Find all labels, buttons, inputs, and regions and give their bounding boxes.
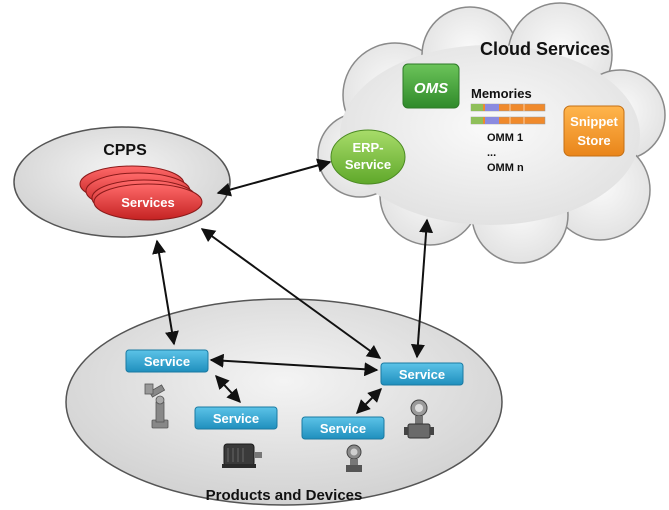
products-devices-ellipse [65,298,503,506]
oms-box: OMS [402,63,460,109]
snippet-store-line2: Store [577,133,610,148]
cpps-title: CPPS [103,142,147,159]
cloud-services-title: Cloud Services [480,39,610,59]
service-box-2-label: Service [213,411,259,426]
pressure-transmitter-icon [346,444,362,472]
cpps-services-label: Services [121,195,175,210]
service-box-4-label: Service [399,367,445,382]
service-box-3-label: Service [320,421,366,436]
service-box-3: Service [301,416,385,440]
service-box-1: Service [125,349,209,373]
arrow-service1-service2 [215,374,241,404]
flow-meter-icon [404,399,434,439]
memory-item-omm1: OMM 1 [487,132,523,144]
arrow-cpps-erp [216,158,332,197]
memory-bar-1 [470,103,546,112]
arrow-cpps-service1 [152,239,179,346]
service-box-1-label: Service [144,354,190,369]
products-devices-title: Products and Devices [206,487,363,504]
erp-line2: Service [345,157,391,172]
service-box-2: Service [194,406,278,430]
memory-item-ellipsis: ... [487,147,496,159]
arrow-service1-service4 [209,353,379,377]
arrow-service3-service4 [356,388,382,414]
connection-arrows [152,158,434,414]
industrial-robot-icon [144,383,169,429]
cpps-services-stack: Services [79,165,203,221]
oms-label: OMS [414,80,448,97]
snippet-store-line1: Snippet [570,114,618,129]
snippet-store-box: Snippet Store [563,105,625,157]
erp-service-node: ERP- Service [330,129,406,185]
arrow-cpps-service4 [200,228,382,359]
erp-line1: ERP- [352,140,383,155]
arrow-cloud-service4 [410,218,434,359]
memory-item-ommn: OMM n [487,162,524,174]
service-box-4: Service [380,362,464,386]
memories-title: Memories [471,86,532,101]
memory-bar-2 [470,116,546,125]
electric-motor-icon [222,443,262,468]
